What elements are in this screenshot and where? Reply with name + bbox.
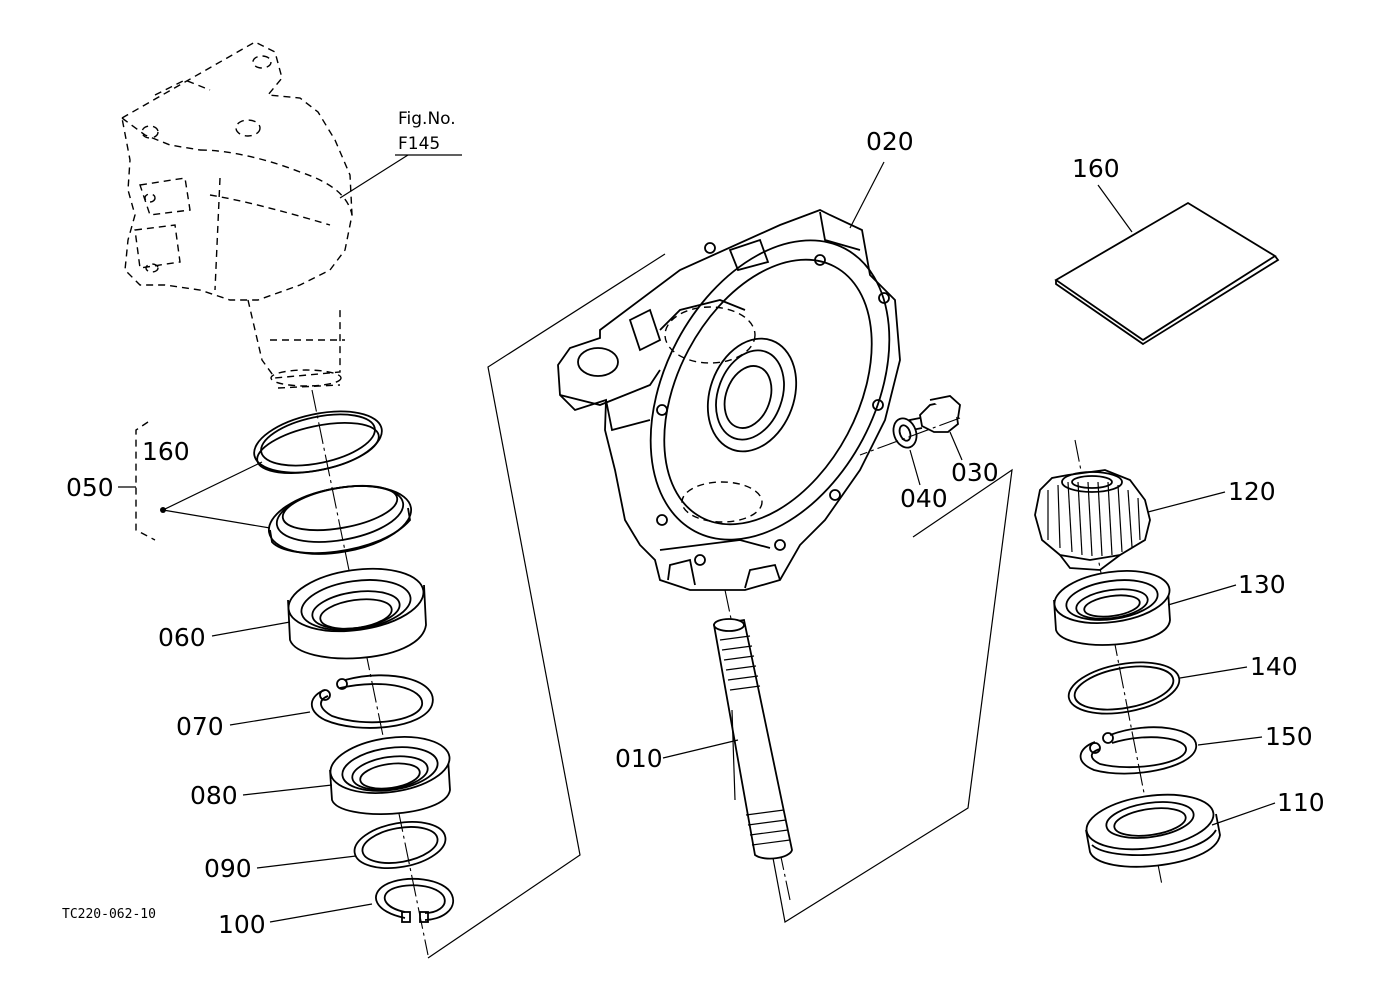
label-160-sheet: 160 [1072, 154, 1120, 183]
leader-060 [211, 621, 291, 637]
leader-010 [662, 739, 739, 759]
leader-130 [1167, 584, 1237, 606]
label-060: 060 [158, 623, 206, 652]
leader-f145 [339, 154, 409, 199]
label-100: 100 [218, 910, 266, 939]
washer-040 [892, 417, 918, 449]
leader-080 [242, 784, 333, 796]
assembly-bracket-left [427, 253, 666, 959]
kit-050-bracket [135, 421, 156, 541]
shim-140 [1067, 661, 1181, 715]
leader-160 [1097, 184, 1133, 233]
leader-150 [1197, 736, 1263, 746]
bearing-080 [329, 736, 451, 815]
label-030: 030 [951, 458, 999, 487]
leader-030 [949, 431, 963, 461]
snap-ring-100 [375, 877, 455, 923]
left-axis-line [311, 389, 429, 956]
label-160-kit: 160 [142, 437, 190, 466]
oil-seal-050 [267, 484, 413, 555]
label-080: 080 [190, 781, 238, 810]
label-070: 070 [176, 712, 224, 741]
bearing-060 [287, 567, 427, 660]
bearing-130 [1053, 570, 1171, 646]
oil-seal-110 [1085, 793, 1221, 868]
leader-020 [849, 161, 885, 229]
label-150: 150 [1265, 722, 1313, 751]
snap-ring-070 [310, 674, 434, 729]
label-120: 120 [1228, 477, 1276, 506]
label-090: 090 [204, 854, 252, 883]
leader-110 [1211, 802, 1276, 826]
assembly-bracket-right [772, 468, 1013, 923]
label-140: 140 [1250, 652, 1298, 681]
leader-070 [229, 711, 311, 726]
leader-140 [1179, 666, 1248, 679]
fig-ref-line1: Fig.No. [398, 109, 456, 129]
shim-090 [353, 821, 447, 869]
fig-ref-line2: F145 [398, 134, 440, 154]
label-040: 040 [900, 484, 948, 513]
leader-100 [269, 903, 373, 923]
snap-ring-150 [1079, 726, 1197, 775]
o-ring-160 [253, 410, 383, 474]
leader-040 [909, 449, 921, 486]
gear-case-020 [557, 209, 901, 591]
label-110: 110 [1277, 788, 1325, 817]
leader-090 [256, 855, 357, 869]
reference-housing-f145 [121, 41, 353, 389]
shaft-010 [712, 618, 793, 860]
label-020: 020 [866, 127, 914, 156]
leader-120 [1147, 491, 1226, 513]
doc-code: TC220-062-10 [62, 907, 156, 922]
label-050: 050 [66, 473, 114, 502]
label-010: 010 [615, 744, 663, 773]
sheet-160 [1054, 201, 1280, 346]
plug-030 [908, 395, 961, 433]
bevel-gear-120 [1034, 469, 1151, 571]
label-130: 130 [1238, 570, 1286, 599]
